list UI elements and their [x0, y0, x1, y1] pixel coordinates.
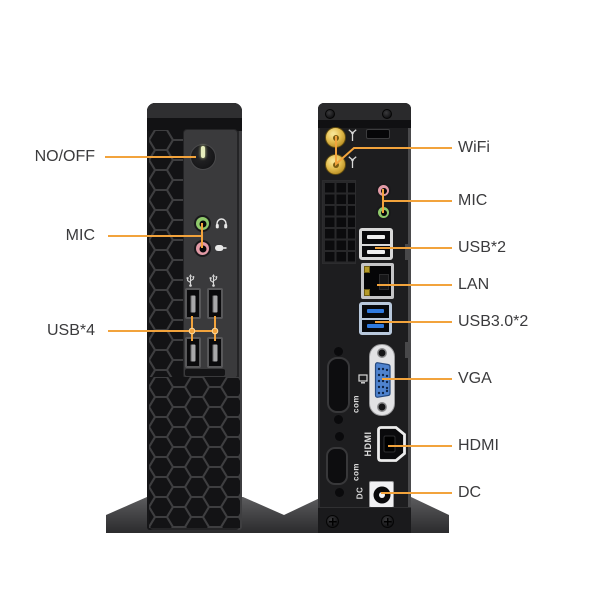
case-screw — [325, 109, 335, 119]
lan-port — [361, 263, 394, 299]
label-wifi: WiFi — [458, 139, 490, 156]
screw-hole — [335, 488, 344, 497]
com-port-blank — [327, 357, 350, 413]
front-top-band — [147, 118, 242, 131]
case-screw — [326, 515, 339, 528]
label-hdmi: HDMI — [458, 437, 499, 454]
edge-tab — [405, 342, 411, 358]
antenna-icon — [348, 156, 357, 168]
edge-tab — [405, 244, 411, 260]
vga-port — [369, 344, 395, 416]
label-dc: DC — [458, 484, 482, 501]
rear-lineout-jack — [376, 205, 391, 220]
label-lan: LAN — [458, 276, 490, 293]
case-screw — [382, 109, 392, 119]
hdmi-port-marking: HDMI — [363, 431, 373, 457]
screw-hole — [335, 432, 344, 441]
mini-pc-front-view — [147, 103, 242, 530]
microphone-icon — [215, 245, 227, 251]
wifi-antenna-connector — [325, 127, 346, 148]
dc-port-marking: DC — [355, 486, 365, 500]
label-usb2: USB*2 — [458, 239, 507, 256]
front-usb-port — [207, 337, 223, 368]
headphone-icon — [215, 218, 228, 229]
label-front-mic: MIC — [65, 227, 95, 244]
grid-vent — [322, 180, 356, 264]
case-screw — [381, 515, 394, 528]
com-port-blank — [326, 447, 348, 485]
front-usb-port — [207, 288, 223, 319]
label-back-mic: MIC — [458, 192, 488, 209]
headphone-jack — [194, 215, 211, 232]
screw-hole — [334, 347, 343, 356]
antenna-icon — [348, 129, 357, 141]
front-panel-slot — [185, 369, 225, 376]
hdmi-port — [377, 426, 406, 462]
label-vga: VGA — [458, 370, 492, 387]
display-icon — [358, 374, 368, 384]
mini-pc-back-view: com HDMI com DC — [318, 103, 411, 533]
rear-usb2-ports — [359, 228, 393, 260]
front-top-cap — [147, 103, 242, 118]
screw-hole — [334, 415, 343, 424]
lock-slot — [366, 129, 390, 139]
com-port-marking: com — [351, 395, 361, 413]
label-no-off: NO/OFF — [34, 148, 95, 165]
rear-usb3-ports — [359, 302, 392, 335]
back-top-band — [318, 120, 411, 128]
usb-icon — [186, 274, 195, 287]
usb-icon — [209, 274, 218, 287]
dc-power-jack — [369, 481, 394, 508]
power-led-indicator — [201, 146, 205, 158]
front-usb-port — [185, 288, 201, 319]
front-usb-port — [185, 337, 201, 368]
label-usb3: USB3.0*2 — [458, 313, 529, 330]
power-button — [190, 144, 216, 170]
wifi-antenna-connector — [325, 154, 346, 175]
label-usb4: USB*4 — [46, 322, 95, 339]
mic-jack — [194, 240, 211, 257]
com-port-marking: com — [351, 463, 361, 481]
hex-vent-bottom — [149, 377, 240, 528]
hex-vent-left — [149, 130, 184, 378]
rear-mic-jack — [376, 183, 391, 198]
